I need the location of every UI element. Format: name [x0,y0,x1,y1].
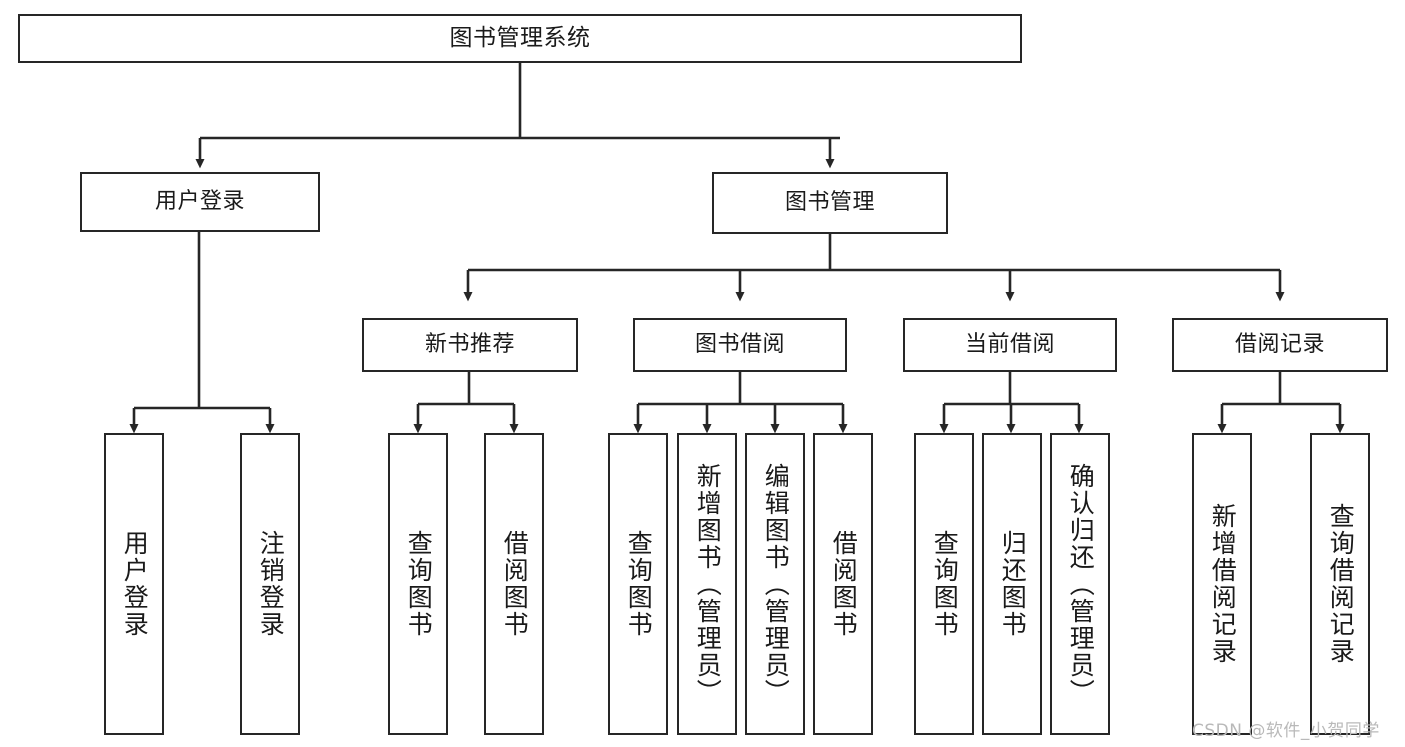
node-leaf-edit-book[interactable]: 编辑图书（管理员） [745,433,805,735]
node-leaf-query-book-3[interactable]: 查询图书 [914,433,974,735]
node-label: 图书管理系统 [449,25,591,52]
node-leaf-add-book[interactable]: 新增图书（管理员） [677,433,737,735]
node-label: 注销登录 [256,530,286,638]
node-label: 归还图书 [998,530,1028,638]
node-label: 新书推荐 [424,332,515,358]
node-leaf-borrow-book-1[interactable]: 借阅图书 [484,433,544,735]
csdn-watermark: CSDN @软件_小贺同学 [1192,721,1380,741]
node-leaf-query-record[interactable]: 查询借阅记录 [1310,433,1370,735]
node-leaf-user-login[interactable]: 用户登录 [104,433,164,735]
node-leaf-borrow-book-2[interactable]: 借阅图书 [813,433,873,735]
node-new-book-recommend[interactable]: 新书推荐 [362,318,578,372]
node-book-management-system[interactable]: 图书管理系统 [18,14,1022,63]
node-label: 查询借阅记录 [1326,503,1356,665]
node-label: 查询图书 [930,530,960,638]
node-label: 用户登录 [120,530,150,638]
node-leaf-logout-login[interactable]: 注销登录 [240,433,300,735]
node-label: 查询图书 [624,530,654,638]
node-current-borrow[interactable]: 当前借阅 [903,318,1117,372]
node-label: 新增借阅记录 [1208,503,1238,665]
node-label: 图书管理 [784,190,875,216]
node-label: 用户登录 [154,189,245,215]
node-leaf-query-book-1[interactable]: 查询图书 [388,433,448,735]
node-label: 借阅图书 [829,530,859,638]
node-label: 查询图书 [404,530,434,638]
node-leaf-add-record[interactable]: 新增借阅记录 [1192,433,1252,735]
node-book-borrow[interactable]: 图书借阅 [633,318,847,372]
node-label: 确认归还（管理员） [1066,462,1096,706]
node-user-login[interactable]: 用户登录 [80,172,320,232]
node-label: 编辑图书（管理员） [761,462,791,706]
node-label: 新增图书（管理员） [693,462,723,706]
node-borrow-record[interactable]: 借阅记录 [1172,318,1388,372]
node-label: 图书借阅 [694,332,785,358]
node-leaf-confirm-return[interactable]: 确认归还（管理员） [1050,433,1110,735]
node-label: 借阅图书 [500,530,530,638]
node-label: 当前借阅 [964,332,1055,358]
node-leaf-return-book[interactable]: 归还图书 [982,433,1042,735]
node-book-management[interactable]: 图书管理 [712,172,948,234]
node-label: 借阅记录 [1234,332,1325,358]
node-leaf-query-book-2[interactable]: 查询图书 [608,433,668,735]
